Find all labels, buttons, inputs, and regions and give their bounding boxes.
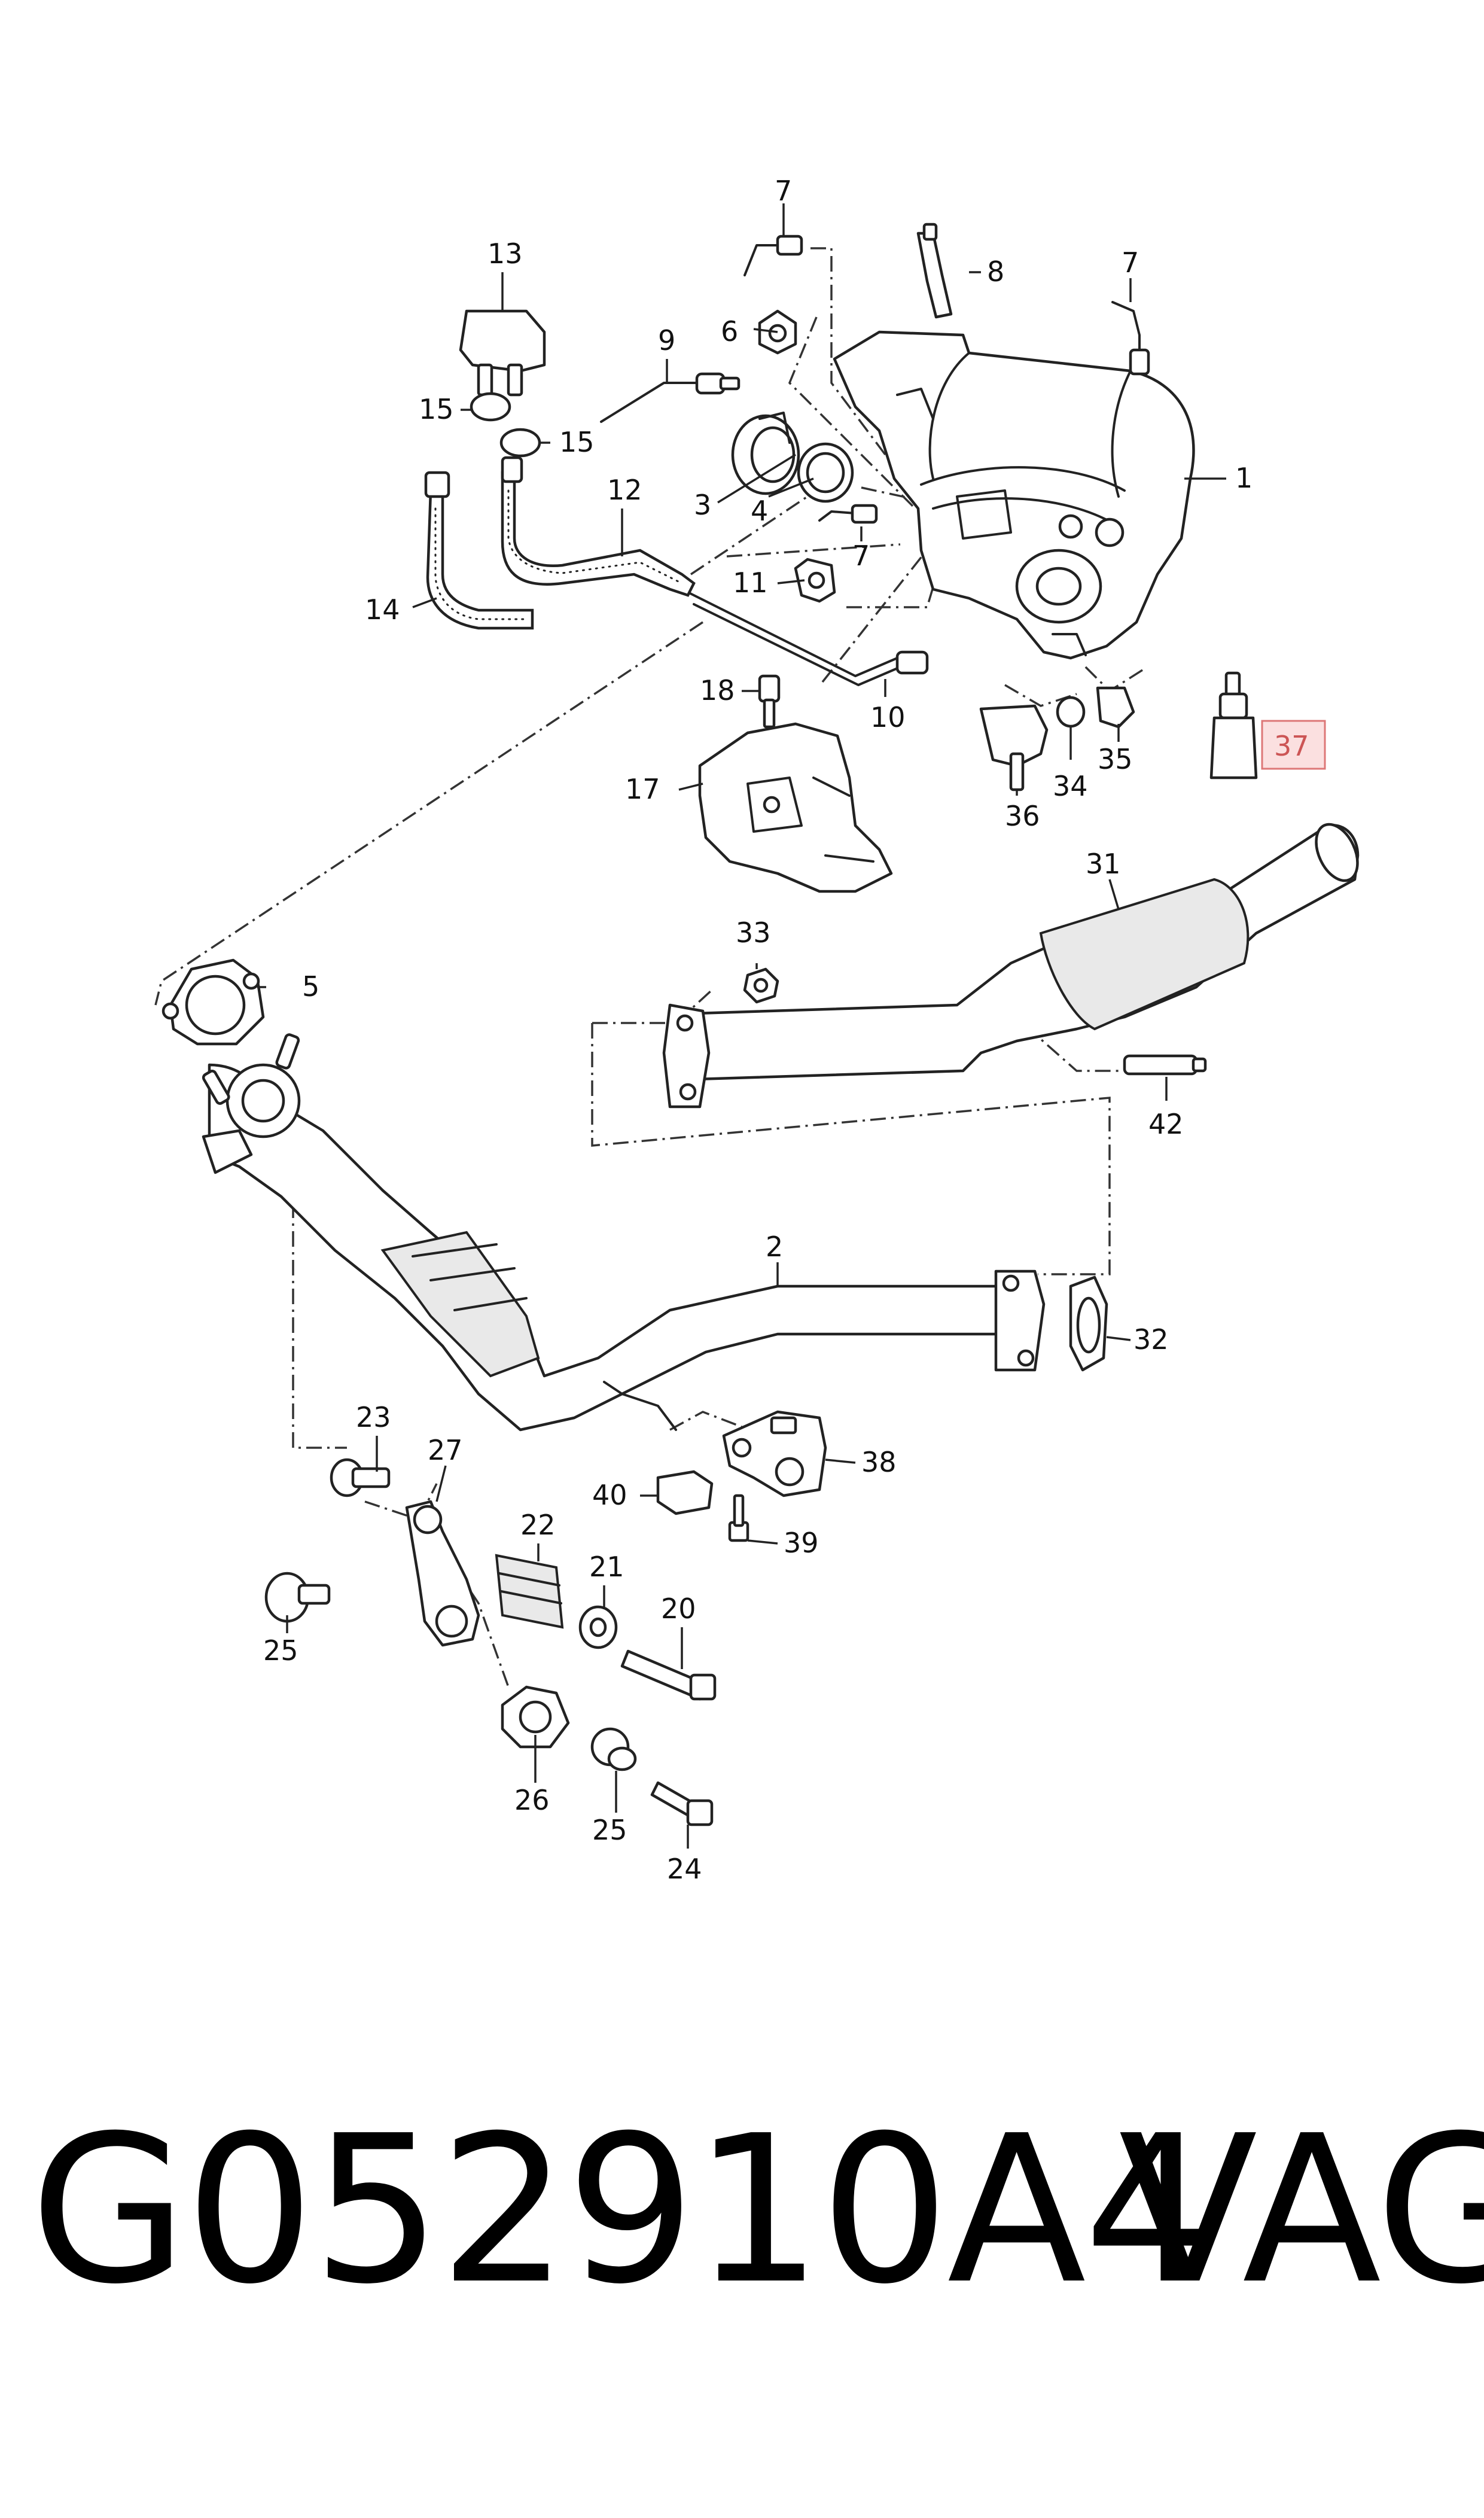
callout-labels: 1 2 3 4 5 6 7 7 7 8 9 10 11 12 13 14 15 … [263,175,1309,1885]
callout-7a: 7 [775,175,792,207]
callout-23: 23 [356,1401,391,1433]
callout-15a: 15 [419,393,454,425]
part-5-gasket [161,958,265,1046]
mounting-hardware [264,1458,717,1826]
highlight-box [1261,720,1326,770]
part-31-rear-pipe [662,823,1360,1109]
callout-18: 18 [700,674,735,707]
callout-32: 32 [1133,1323,1169,1356]
callout-25b: 25 [592,1814,627,1846]
callout-15b: 15 [559,426,595,458]
callout-21: 21 [589,1551,624,1583]
part-37-paste-bottle [1209,671,1258,780]
hanger-bracket-parts [656,1410,827,1542]
part-number: G052910A4 [30,2092,1213,2329]
callout-6: 6 [721,315,738,348]
callout-3: 3 [694,489,711,521]
pipe-parts-9-10 [600,372,929,686]
callout-11: 11 [733,567,768,599]
caption: G052910A4 VAG [0,2094,1484,2453]
callout-22: 22 [520,1509,556,1541]
pressure-sensor-parts [459,309,546,458]
brand-name: VAG [1119,2092,1484,2329]
small-parts-right [743,967,1207,1372]
part-2-front-pipe [202,1033,1046,1432]
callout-40: 40 [592,1479,627,1511]
hose-parts-12-14 [424,456,696,630]
callout-14: 14 [365,593,400,626]
callout-20: 20 [661,1593,696,1625]
callout-4: 4 [751,495,768,527]
callout-38: 38 [861,1446,897,1478]
sensor-parts-right [979,686,1135,791]
callout-33: 33 [736,917,771,949]
sensor-parts-top [743,223,1150,524]
callout-35: 35 [1098,743,1133,775]
callout-9: 9 [658,324,675,357]
assembly-lines [154,247,1143,1688]
callout-5: 5 [302,970,319,1003]
heat-shield-parts [698,674,893,893]
callout-2: 2 [766,1231,783,1263]
callout-7c: 7 [852,540,870,572]
callout-7b: 7 [1122,246,1139,279]
leader-lines [257,203,1226,1849]
callout-31: 31 [1086,848,1121,880]
callout-37: 37 [1274,730,1309,762]
callout-36: 36 [1005,800,1040,832]
clamp-parts [731,309,854,503]
callout-10: 10 [870,701,906,733]
callout-25a: 25 [263,1634,298,1667]
callout-17: 17 [625,773,660,805]
callout-8: 8 [987,255,1004,288]
callout-34: 34 [1053,770,1088,802]
exhaust-parts-diagram: 1 2 3 4 5 6 7 7 7 8 9 10 11 12 13 14 15 … [154,175,1360,1885]
callout-13: 13 [487,238,523,270]
callout-12: 12 [607,474,642,506]
part-1-particulate-filter [833,330,1195,660]
callout-42: 42 [1148,1108,1184,1140]
callout-1: 1 [1235,462,1253,494]
callout-24: 24 [667,1853,702,1885]
part-11-bracket [794,558,836,603]
callout-26: 26 [514,1784,550,1816]
callout-27: 27 [428,1434,463,1466]
callout-39: 39 [784,1527,819,1559]
